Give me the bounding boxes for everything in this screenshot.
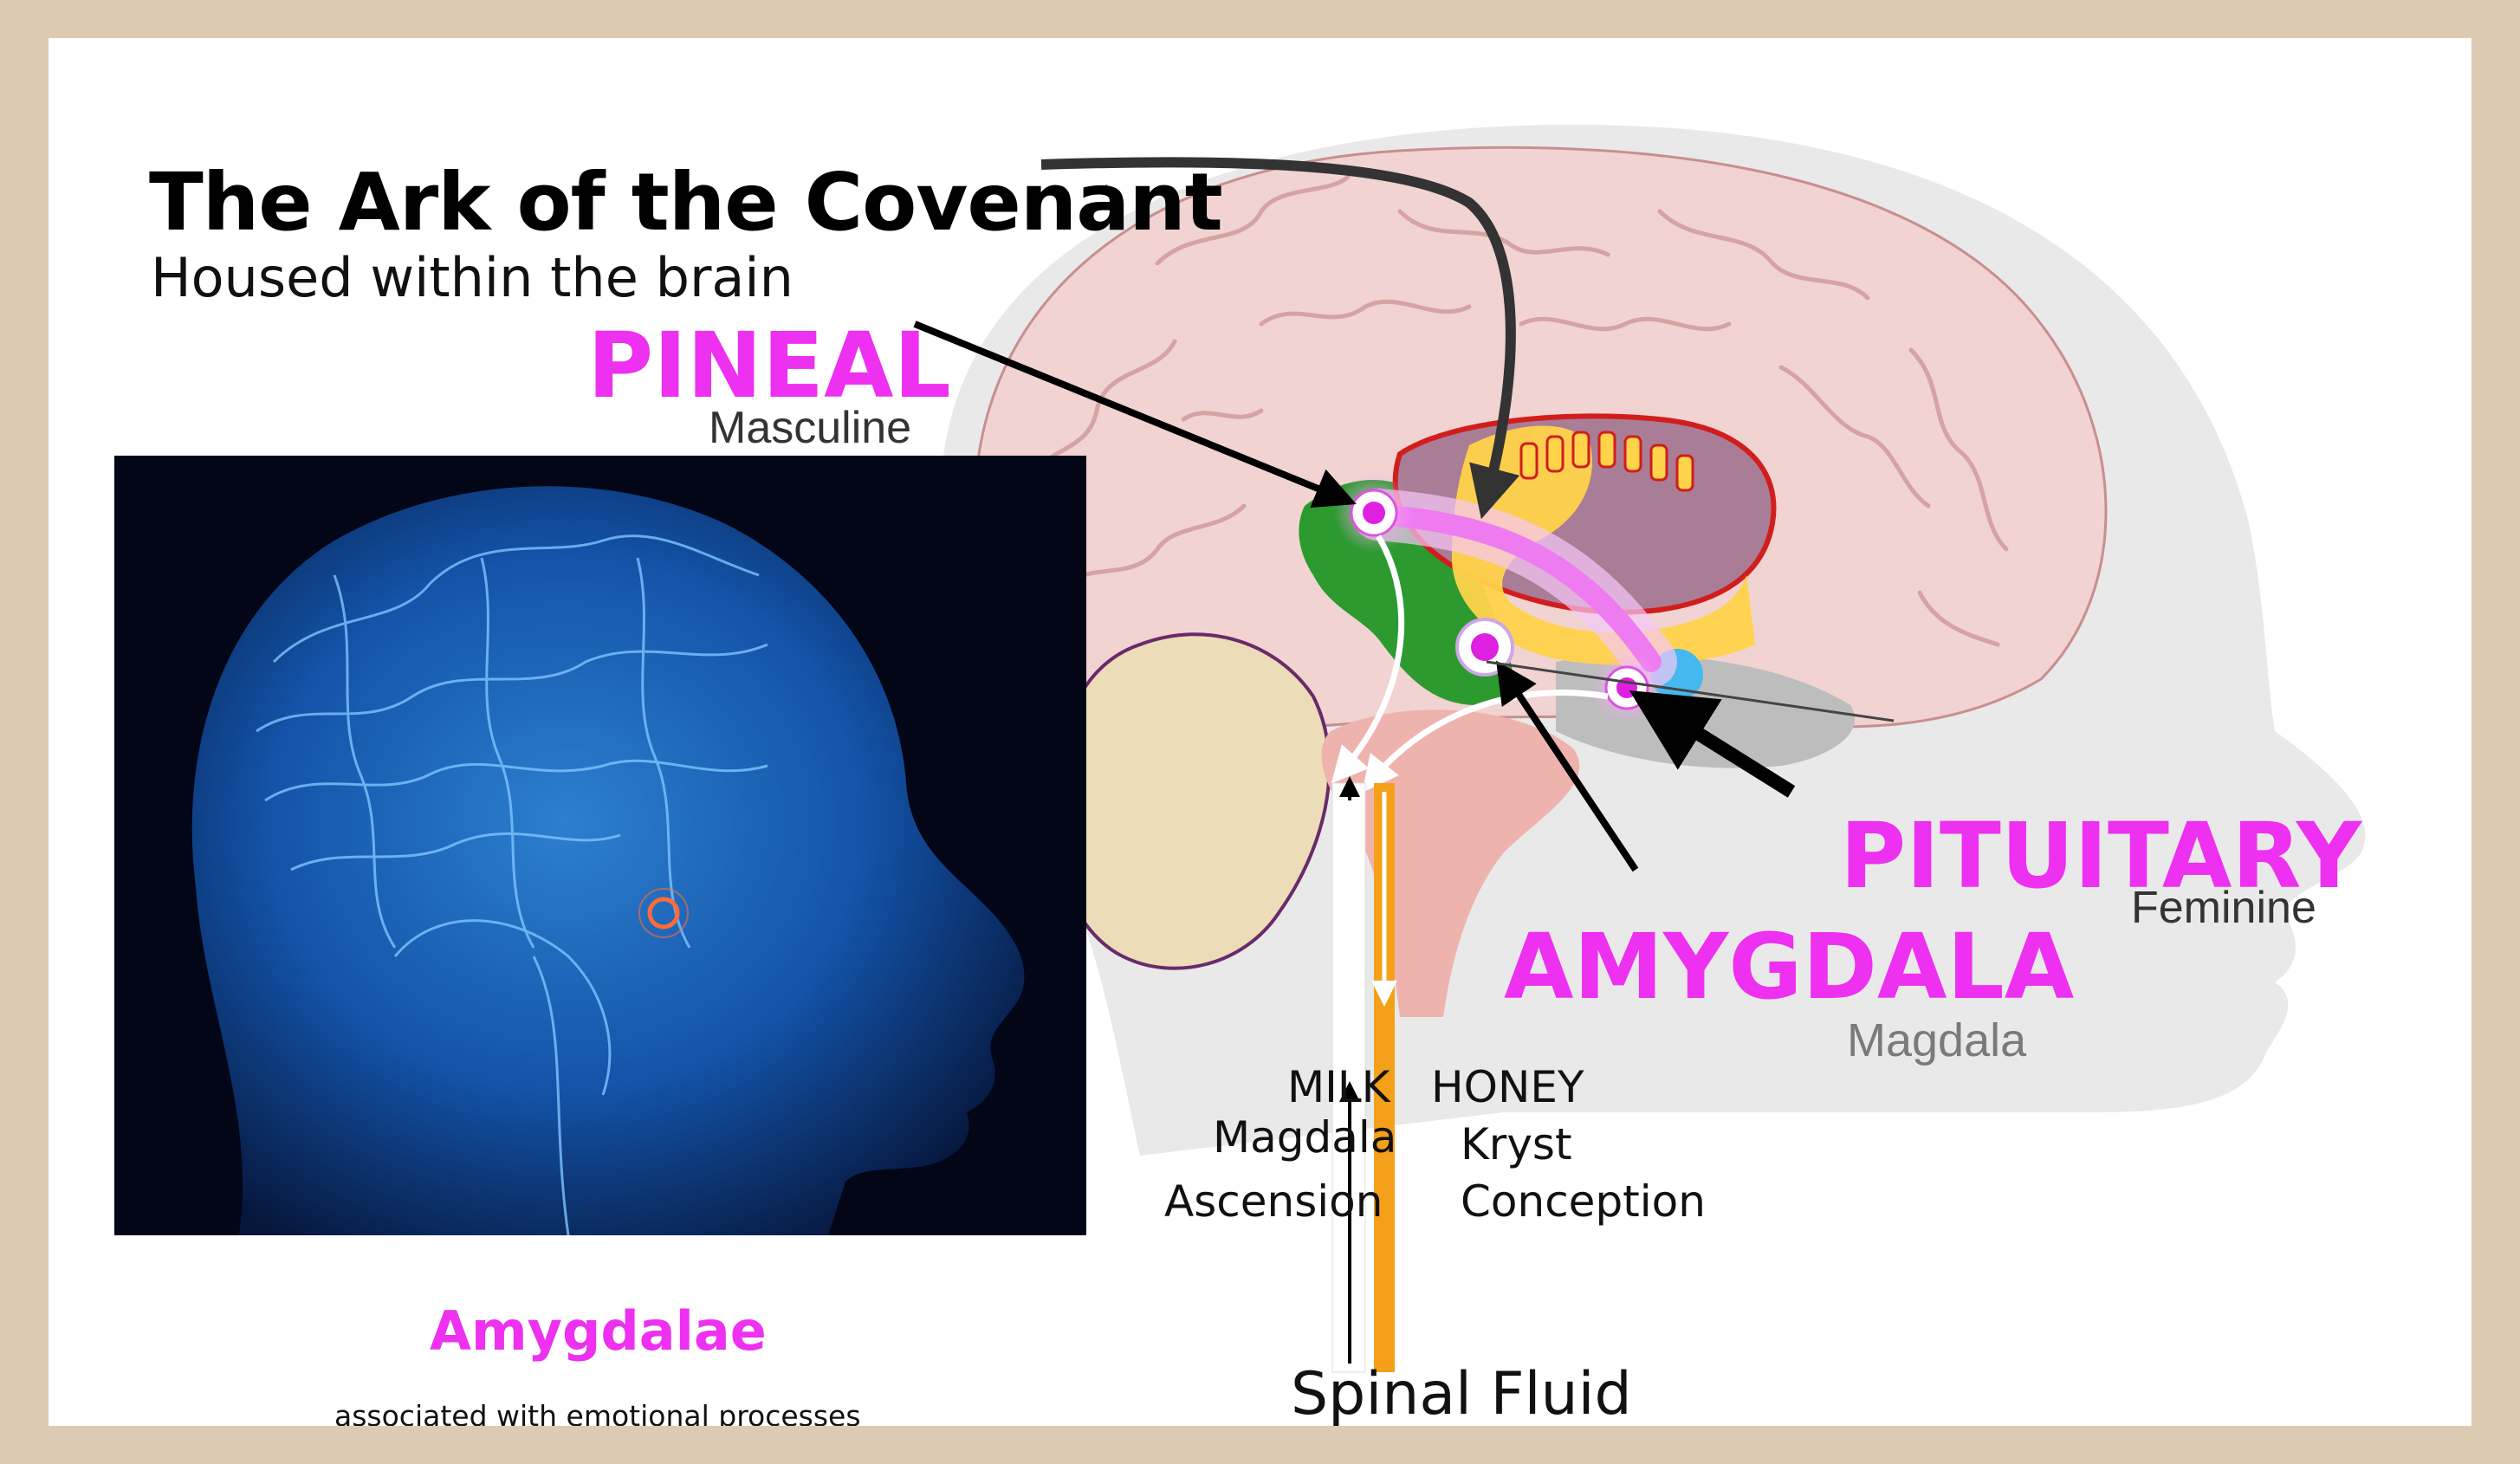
amygdala-arrow [1496, 660, 1639, 872]
diagram-frame: The Ark of the Covenant Housed within th… [49, 38, 2471, 1426]
photo-note: associated with emotional processes [334, 1399, 861, 1426]
spinal-fluid-label: Spinal Fluid [1291, 1360, 1632, 1426]
page-title: The Ark of the Covenant [149, 156, 1223, 249]
amygdala-label: AMYGDALA [1504, 914, 2075, 1020]
ascension-label: Ascension [1164, 1176, 1383, 1227]
milk-label: MILK [1287, 1062, 1390, 1112]
yellow-arc [1452, 425, 1755, 665]
pineal-sublabel: Masculine [709, 403, 912, 453]
reference-line [1486, 660, 1895, 722]
pink-channel [1368, 504, 1662, 672]
photo-caption: Amygdalae [430, 1299, 767, 1363]
amygdala-core [1471, 633, 1499, 661]
pituitary-label: PITUITARY [1840, 803, 2362, 909]
brain-diagram-art [114, 125, 2366, 1373]
flow-arrow-pituitary [1362, 690, 1609, 794]
spine-magdala-label: Magdala [1213, 1112, 1397, 1163]
ark-arrow [1040, 157, 1520, 520]
yellow-ribs [1519, 431, 1694, 492]
pineal-core [1363, 502, 1385, 524]
pituitary-sublabel: Feminine [2131, 883, 2316, 933]
pituitary-arrow [1629, 690, 1796, 798]
amygdala-sublabel: Magdala [1847, 1014, 2027, 1066]
conception-label: Conception [1461, 1176, 1706, 1227]
pineal-label: PINEAL [587, 313, 951, 418]
honey-label: HONEY [1431, 1062, 1584, 1112]
reference-line-top [1104, 184, 1124, 203]
page-subtitle: Housed within the brain [151, 246, 794, 309]
kryst-label: Kryst [1461, 1119, 1572, 1169]
pineal-arrow [913, 321, 1357, 509]
flow-arrow-pineal [1331, 534, 1405, 784]
brain-scan-photo [114, 456, 1086, 1236]
